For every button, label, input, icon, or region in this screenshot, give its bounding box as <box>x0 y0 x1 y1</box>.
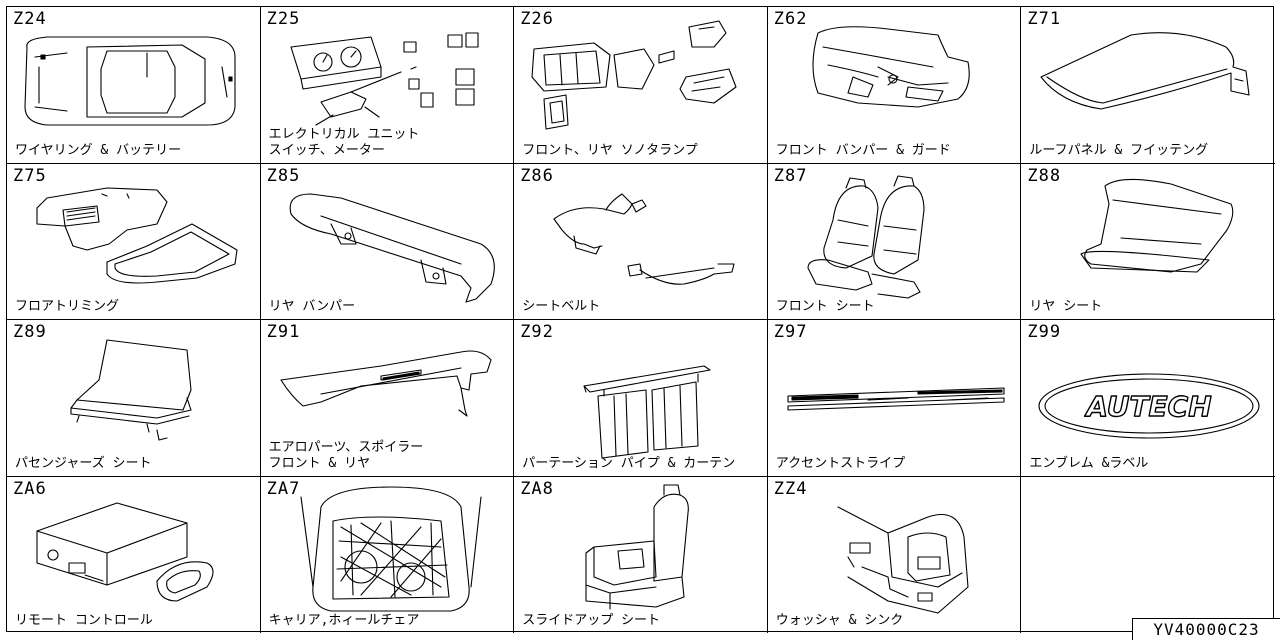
part-code: ZA7 <box>266 478 301 499</box>
part-label: リヤ バンパー <box>268 299 356 314</box>
front-bumper-icon <box>812 26 970 108</box>
part-code: Z91 <box>266 322 301 342</box>
parts-cell-z99[interactable]: AUTECH Z99 エンブレム &ラベル <box>1021 320 1275 477</box>
empty-cell <box>1021 477 1275 634</box>
part-label: フロント シート <box>775 299 875 314</box>
part-label: フロアトリミング <box>15 299 120 314</box>
wiring-harness-car-body-icon <box>24 36 236 126</box>
parts-cell-z62[interactable]: Z62 フロント バンパー & ガード <box>767 7 1022 164</box>
part-code: Z86 <box>520 165 554 186</box>
cargo-net-icon <box>300 485 482 612</box>
parts-cell-za8[interactable]: ZA8 スライドアップ シート <box>514 476 768 633</box>
part-code: Z26 <box>520 9 554 29</box>
part-code: Z75 <box>13 165 47 186</box>
parts-index-grid: Z24 ワイヤリング & バッテリー Z25 エレクトリカル ユニット スイッチ、メ… <box>6 6 1275 634</box>
emblem-text: AUTECH <box>1085 390 1212 423</box>
part-label: ルーフパネル & フイッテング <box>1029 142 1209 158</box>
part-code: Z85 <box>266 165 301 186</box>
part-label: フロント、リヤ ソノタランプ <box>522 142 698 158</box>
rear-seat-icon <box>1080 178 1234 273</box>
part-code: Z87 <box>773 165 808 186</box>
part-code: Z97 <box>773 322 808 342</box>
parts-cell-za6[interactable]: ZA6 リモート コントロール <box>7 476 261 633</box>
parts-cell-z91[interactable]: Z91 エアロパーツ、スポイラー フロント & リヤ <box>260 320 515 477</box>
part-label: エアロパーツ、スポイラー フロント & リヤ <box>268 439 424 471</box>
parts-cell-z92[interactable]: Z92 パーテーション パイプ & カーテン <box>514 320 768 477</box>
part-label: エレクトリカル ユニット スイッチ、メーター <box>268 126 420 158</box>
parts-cell-z75[interactable]: Z75 フロアトリミング <box>7 163 261 320</box>
part-label: ウォッシャ & シンク <box>775 613 904 628</box>
parts-cell-z85[interactable]: Z85 リヤ バンパー <box>260 163 515 320</box>
part-code: Z99 <box>1027 322 1062 342</box>
part-code: Z88 <box>1027 165 1062 186</box>
part-code: ZZ4 <box>773 478 808 499</box>
parts-cell-z87[interactable]: Z87 フロント シート <box>767 163 1022 320</box>
parts-cell-z86[interactable]: Z86 シートベルト <box>514 163 768 320</box>
accent-stripe-icon <box>787 387 1005 411</box>
front-seats-icon <box>807 174 925 299</box>
meter-cluster-switches-icon <box>290 32 479 126</box>
slide-up-seat-icon <box>585 483 690 610</box>
part-label: リモート コントロール <box>15 613 153 628</box>
part-label: キャリア,ホィールチェア <box>268 613 420 628</box>
lamps-icon <box>531 20 737 130</box>
roof-panel-icon <box>1040 32 1250 110</box>
passenger-seat-icon <box>70 339 192 441</box>
spoiler-icon <box>280 350 492 417</box>
parts-cell-za7[interactable]: ZA7 キャリア,ホィールチェア <box>261 476 515 633</box>
seat-belt-icon <box>553 192 735 285</box>
parts-cell-z97[interactable]: Z97 アクセントストライプ <box>767 320 1022 477</box>
parts-cell-z25[interactable]: Z25 エレクトリカル ユニット スイッチ、メーター <box>260 7 515 164</box>
part-label: フロント バンパー & ガード <box>775 142 951 158</box>
parts-cell-z24[interactable]: Z24 ワイヤリング & バッテリー <box>7 7 261 164</box>
emblem-icon: AUTECH <box>1038 373 1260 439</box>
part-code: Z24 <box>13 9 47 29</box>
part-label: エンブレム &ラベル <box>1029 455 1149 471</box>
part-code: Z92 <box>520 322 554 342</box>
parts-cell-z26[interactable]: Z26 フロント、リヤ ソノタランプ <box>514 7 768 164</box>
parts-cell-z71[interactable]: Z71 ルーフパネル & フイッテング <box>1021 7 1275 164</box>
part-label: シートベルト <box>522 299 601 314</box>
part-label: パーテーション パイプ & カーテン <box>522 455 736 471</box>
floor-mats-icon <box>36 186 238 284</box>
remote-control-unit-icon <box>36 501 214 602</box>
parts-cell-zz4[interactable]: ZZ4 ウォッシャ & シンク <box>768 476 1022 633</box>
parts-cell-z88[interactable]: Z88 リヤ シート <box>1021 164 1275 320</box>
part-label: スライドアップ シート <box>522 613 661 628</box>
part-label: アクセントストライプ <box>775 455 906 471</box>
part-code: Z89 <box>13 322 47 342</box>
washer-sink-icon <box>837 505 969 614</box>
part-label: リヤ シート <box>1029 299 1103 314</box>
part-label: パセンジャーズ シート <box>15 455 152 471</box>
part-code: Z62 <box>773 9 808 29</box>
part-code: Z25 <box>266 9 301 29</box>
partition-curtain-icon <box>583 365 711 459</box>
part-label: ワイヤリング & バッテリー <box>15 142 182 158</box>
parts-cell-z89[interactable]: Z89 パセンジャーズ シート <box>7 320 261 477</box>
rear-bumper-icon <box>289 192 495 303</box>
part-code: ZA8 <box>520 478 554 499</box>
part-code: ZA6 <box>13 478 47 499</box>
part-code: Z71 <box>1027 9 1062 29</box>
document-id: YV40000C23 <box>1132 618 1280 640</box>
